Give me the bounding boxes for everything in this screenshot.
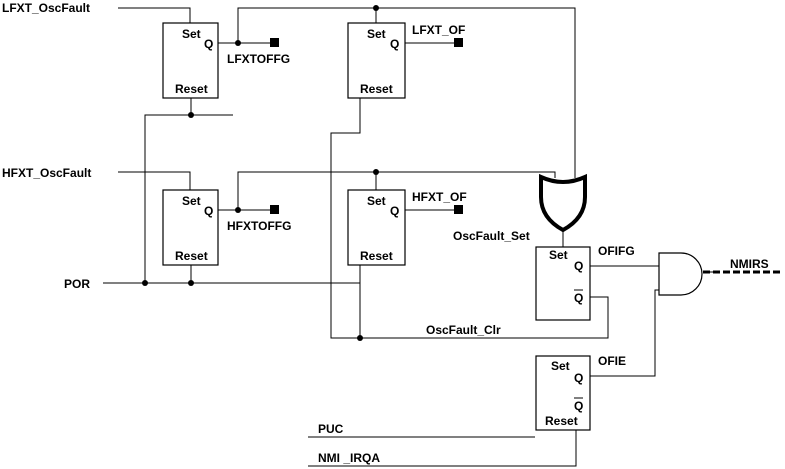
ff-set-label: Set xyxy=(182,27,201,41)
ff-q-label: Q xyxy=(390,204,399,218)
ff-set-label: Set xyxy=(551,359,570,373)
wire-hfxt-oscfault xyxy=(118,171,191,190)
junction-dot xyxy=(188,280,194,286)
flipflop-hfxtoffg: Set Q Reset xyxy=(162,189,219,266)
label-nmi-irqa: NMI _IRQA xyxy=(318,451,380,465)
ff-reset-label: Reset xyxy=(360,82,393,96)
ff-reset-label: Reset xyxy=(175,249,208,263)
ff-q-label: Q xyxy=(204,37,213,51)
wire-reset-lfxt xyxy=(144,114,233,283)
or-gate xyxy=(539,173,587,233)
wire-ff2-reset xyxy=(330,97,609,339)
label-lfxt-of: LFXT_OF xyxy=(412,23,465,37)
label-oscfault-clr: OscFault_Clr xyxy=(426,323,501,337)
label-por: POR xyxy=(64,277,90,291)
flipflop-lfxtoffg: Set Q Reset xyxy=(162,22,219,99)
ff-reset-label: Reset xyxy=(545,414,578,428)
junction-dot xyxy=(235,40,241,46)
junction-dot xyxy=(188,112,194,118)
wire-lfxt-oscfault xyxy=(118,7,191,24)
label-ofifg: OFIFG xyxy=(598,244,635,258)
and-gate xyxy=(658,252,703,296)
ff-reset-label: Reset xyxy=(360,249,393,263)
ff-set-label: Set xyxy=(367,194,386,208)
ff-set-label: Set xyxy=(549,248,568,262)
label-ofie: OFIE xyxy=(598,354,626,368)
label-hfxtoffg: HFXTOFFG xyxy=(227,219,291,233)
junction-dot xyxy=(357,335,363,341)
label-puc: PUC xyxy=(318,422,344,436)
wires xyxy=(103,7,659,467)
wire-hfxtoffg-to-ff4 xyxy=(237,171,556,210)
ff-qbar-label: Q xyxy=(574,291,583,305)
label-hfxt-oscfault: HFXT_OscFault xyxy=(2,166,91,180)
ff-q-label: Q xyxy=(390,37,399,51)
label-lfxt-oscfault: LFXT_OscFault xyxy=(2,1,90,15)
ff-q-label: Q xyxy=(574,371,583,385)
flipflop-lfxt-of: Set Q Reset xyxy=(347,22,406,99)
label-hfxt-of: HFXT_OF xyxy=(412,190,467,204)
wire-nmi-irqa xyxy=(308,430,577,467)
junctions xyxy=(142,5,379,341)
wire-por xyxy=(103,265,361,284)
label-nmirs: NMIRS xyxy=(730,257,769,271)
label-lfxtoffg: LFXTOFFG xyxy=(227,52,290,66)
terminal-lfxt-of xyxy=(454,38,463,47)
signal-labels: LFXT_OscFault LFXTOFFG LFXT_OF HFXT_OscF… xyxy=(2,1,769,465)
flipflop-ofie: Set Q Q Reset xyxy=(535,355,591,431)
flipflop-ofifg: Set Q Q xyxy=(535,246,591,321)
label-oscfault-set: OscFault_Set xyxy=(453,229,530,243)
wire-ofie xyxy=(590,289,659,377)
ff-q-label: Q xyxy=(574,259,583,273)
ff-q-label: Q xyxy=(204,204,213,218)
ff-reset-label: Reset xyxy=(175,82,208,96)
wire-lfxtoffg-to-ff2 xyxy=(237,7,576,178)
junction-dot xyxy=(373,169,379,175)
terminal-hfxtoffg xyxy=(270,205,279,214)
ff-set-label: Set xyxy=(182,194,201,208)
junction-dot xyxy=(235,207,241,213)
terminal-lfxtoffg xyxy=(270,38,279,47)
junction-dot xyxy=(142,280,148,286)
junction-dot xyxy=(373,5,379,11)
ff-qbar-label: Q xyxy=(574,399,583,413)
terminal-hfxt-of xyxy=(454,205,463,214)
ff-set-label: Set xyxy=(367,27,386,41)
flipflop-hfxt-of: Set Q Reset xyxy=(347,189,406,266)
